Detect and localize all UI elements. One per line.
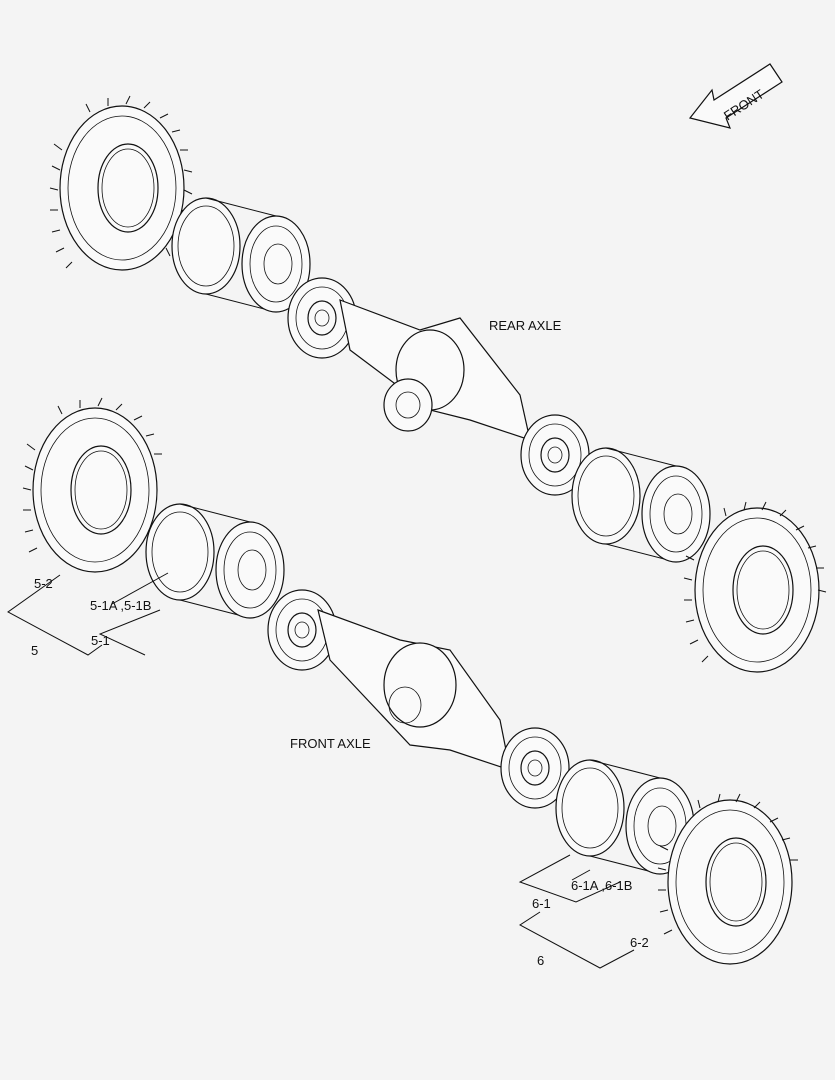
front-axle-label: FRONT AXLE bbox=[290, 736, 371, 751]
callout-5-1a-5-1b: 5-1A ,5-1B bbox=[90, 598, 151, 613]
callout-5: 5 bbox=[31, 643, 38, 658]
rear-axle-housing bbox=[287, 277, 590, 496]
callout-6-2: 6-2 bbox=[630, 935, 649, 950]
rear-axle-label: REAR AXLE bbox=[489, 318, 562, 333]
front-direction-arrow: FRONT bbox=[688, 63, 783, 129]
front-right-tire bbox=[657, 793, 798, 965]
callout-6-1: 6-1 bbox=[532, 896, 551, 911]
callout-lines-6 bbox=[518, 854, 635, 969]
callout-5-2: 5-2 bbox=[34, 576, 53, 591]
callout-6: 6 bbox=[537, 953, 544, 968]
callout-lines-5 bbox=[7, 572, 169, 656]
front-axle-housing bbox=[267, 589, 570, 809]
front-left-tire bbox=[22, 397, 162, 573]
rear-left-tire bbox=[49, 95, 193, 271]
rear-right-rim bbox=[571, 447, 711, 563]
callout-6-1a-6-1b: 6-1A ,6-1B bbox=[571, 878, 632, 893]
front-left-rim bbox=[145, 503, 285, 619]
rear-right-tire bbox=[683, 501, 827, 673]
callout-5-1: 5-1 bbox=[91, 633, 110, 648]
rear-left-rim bbox=[171, 197, 311, 313]
